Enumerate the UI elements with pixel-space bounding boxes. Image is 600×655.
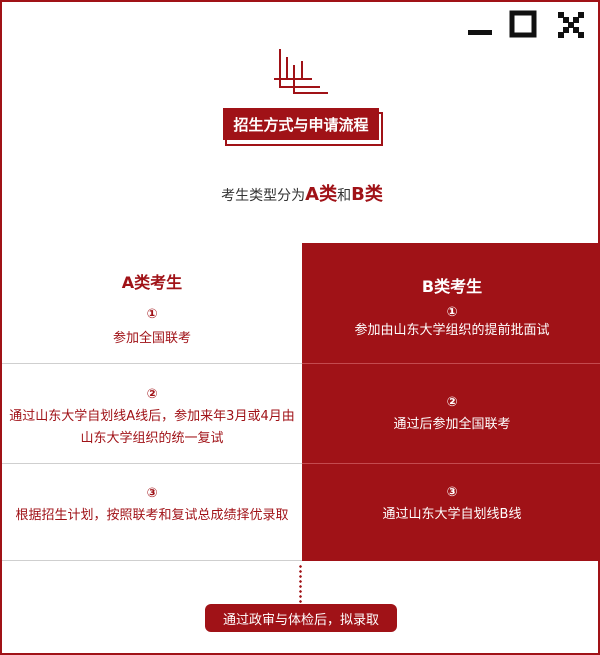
intro-type-a: A类 [305, 184, 338, 205]
step-number: ② [146, 387, 158, 402]
close-icon[interactable] [558, 12, 584, 38]
column-a-step-1: A类考生 ① 参加全国联考 [2, 269, 302, 364]
column-a-heading: A类考生 [121, 273, 183, 292]
step-number: ① [146, 307, 158, 322]
column-b-heading: B类考生 [421, 277, 483, 296]
divider [302, 363, 600, 364]
divider [2, 363, 302, 364]
divider [2, 463, 302, 464]
minimize-icon[interactable] [468, 30, 492, 35]
step-number: ② [446, 395, 458, 410]
step-text: 根据招生计划，按照联考和复试总成绩择优录取 [15, 508, 289, 523]
intro-conj: 和 [337, 188, 352, 204]
column-a-step-2: ② 通过山东大学自划线A线后，参加来年3月或4月由山东大学组织的统一复试 [2, 387, 302, 477]
divider [302, 463, 600, 464]
step-text: 参加全国联考 [112, 331, 191, 346]
divider [2, 560, 302, 561]
column-b-step-1: B类考生 ① 参加由山东大学组织的提前批面试 [302, 273, 600, 368]
step-text: 参加由山东大学组织的提前批面试 [354, 323, 550, 338]
final-result-badge: 通过政审与体检后，拟录取 [205, 604, 397, 632]
column-b-step-2: ② 通过后参加全国联考 [302, 395, 600, 455]
step-text: 通过后参加全国联考 [393, 417, 511, 432]
intro-text: 考生类型分为A类和B类 [2, 180, 600, 206]
column-b-step-3: ③ 通过山东大学自划线B线 [302, 485, 600, 545]
step-number: ① [446, 305, 458, 320]
step-number: ③ [446, 485, 458, 500]
step-number: ③ [146, 486, 158, 501]
maximize-icon[interactable] [509, 10, 537, 38]
column-a-step-3: ③ 根据招生计划，按照联考和复试总成绩择优录取 [2, 486, 302, 566]
title-label: 招生方式与申请流程 [223, 108, 379, 140]
intro-type-b: B类 [351, 184, 383, 205]
intro-prefix: 考生类型分为 [221, 188, 306, 204]
step-text: 通过山东大学自划线B线 [382, 507, 522, 522]
section-title: 招生方式与申请流程 [223, 108, 383, 146]
window-controls [466, 10, 588, 40]
step-text: 通过山东大学自划线A线后，参加来年3月或4月由山东大学组织的统一复试 [9, 409, 295, 446]
pattern-logo-icon [272, 47, 332, 97]
column-b: B类考生 ① 参加由山东大学组织的提前批面试 ② 通过后参加全国联考 ③ 通过山… [302, 243, 600, 561]
dotted-connector [299, 564, 302, 604]
